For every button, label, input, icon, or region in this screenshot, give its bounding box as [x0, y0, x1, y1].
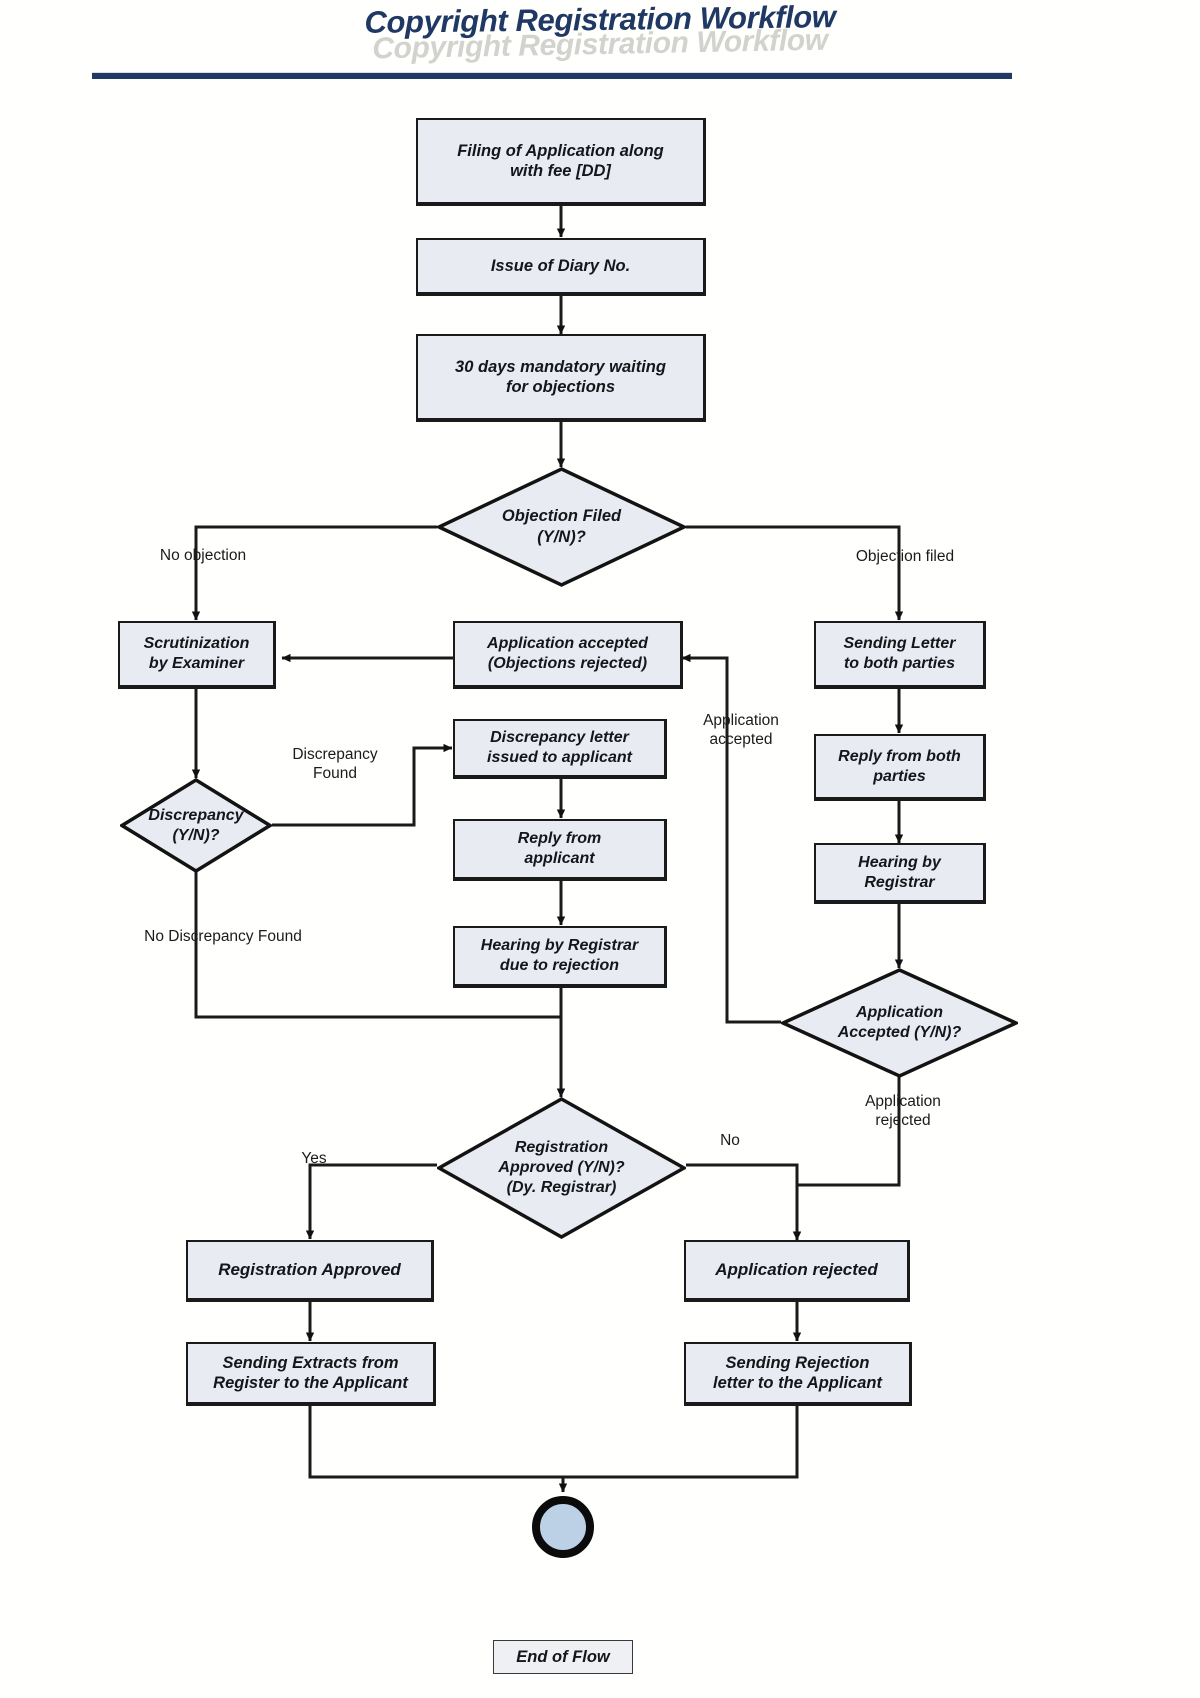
- diamond-shape: [118, 777, 274, 874]
- node-reply-from-both-parties[interactable]: Reply from both parties: [814, 734, 986, 801]
- decision-application-accepted[interactable]: Application Accepted (Y/N)?: [778, 968, 1021, 1078]
- header-divider: [92, 72, 1012, 79]
- node-scrutinization-by-examiner[interactable]: Scrutinization by Examiner: [118, 621, 276, 689]
- node-sending-letter-to-both-parties[interactable]: Sending Letter to both parties: [814, 621, 986, 689]
- node-filing-of-application[interactable]: Filing of Application along with fee [DD…: [416, 118, 706, 206]
- decision-discrepancy[interactable]: Discrepancy (Y/N)?: [118, 777, 274, 874]
- wire-objection-yes: [686, 525, 904, 621]
- wire-application-accepted: [681, 653, 781, 1024]
- page-header: Copyright Registration Workflow Copyrigh…: [0, 0, 1200, 90]
- decision-registration-approved[interactable]: Registration Approved (Y/N)? (Dy. Regist…: [435, 1096, 688, 1240]
- node-hearing-by-registrar-due-to-rejection[interactable]: Hearing by Registrar due to rejection: [453, 926, 667, 988]
- diamond-shape: [778, 968, 1021, 1078]
- edge-label-no-objection: No objection: [159, 547, 247, 564]
- wire-discrepancy-found: [272, 743, 453, 827]
- decision-objection-filed[interactable]: Objection Filed (Y/N)?: [434, 467, 689, 587]
- node-discrepancy-letter[interactable]: Discrepancy letter issued to applicant: [453, 719, 667, 779]
- wire-objection-no: [191, 525, 437, 621]
- node-registration-approved[interactable]: Registration Approved: [186, 1240, 434, 1302]
- diamond-shape: [435, 1096, 688, 1240]
- edge-label-objection-filed: Objection filed: [855, 548, 955, 565]
- wire-rejection-to-bus: [563, 1406, 799, 1479]
- edge-label-no-discrepancy-found: No Discrepancy Found: [144, 928, 302, 945]
- edge-label-yes: Yes: [301, 1150, 327, 1167]
- edge-label-application-accepted: Application accepted: [703, 712, 779, 748]
- node-reply-from-applicant[interactable]: Reply from applicant: [453, 819, 667, 881]
- wire-registration-yes: [305, 1163, 437, 1240]
- edge-label-application-rejected: Application rejected: [865, 1093, 941, 1129]
- node-sending-rejection-letter[interactable]: Sending Rejection letter to the Applican…: [684, 1342, 912, 1406]
- node-application-rejected[interactable]: Application rejected: [684, 1240, 910, 1302]
- edge-label-no: No: [720, 1132, 740, 1149]
- node-issue-of-diary-no[interactable]: Issue of Diary No.: [416, 238, 706, 296]
- diamond-shape: [434, 467, 689, 587]
- end-terminator-icon: [532, 1496, 594, 1558]
- node-30-days-waiting[interactable]: 30 days mandatory waiting for objections: [416, 334, 706, 422]
- node-end-of-flow[interactable]: End of Flow: [493, 1640, 633, 1674]
- node-sending-extracts[interactable]: Sending Extracts from Register to the Ap…: [186, 1342, 436, 1406]
- node-hearing-by-registrar[interactable]: Hearing by Registrar: [814, 843, 986, 904]
- wire-extracts-to-bus: [308, 1406, 563, 1479]
- node-application-accepted[interactable]: Application accepted (Objections rejecte…: [453, 621, 683, 689]
- wire-registration-no: [686, 1163, 802, 1241]
- edge-label-discrepancy-found: Discrepancy Found: [292, 746, 378, 782]
